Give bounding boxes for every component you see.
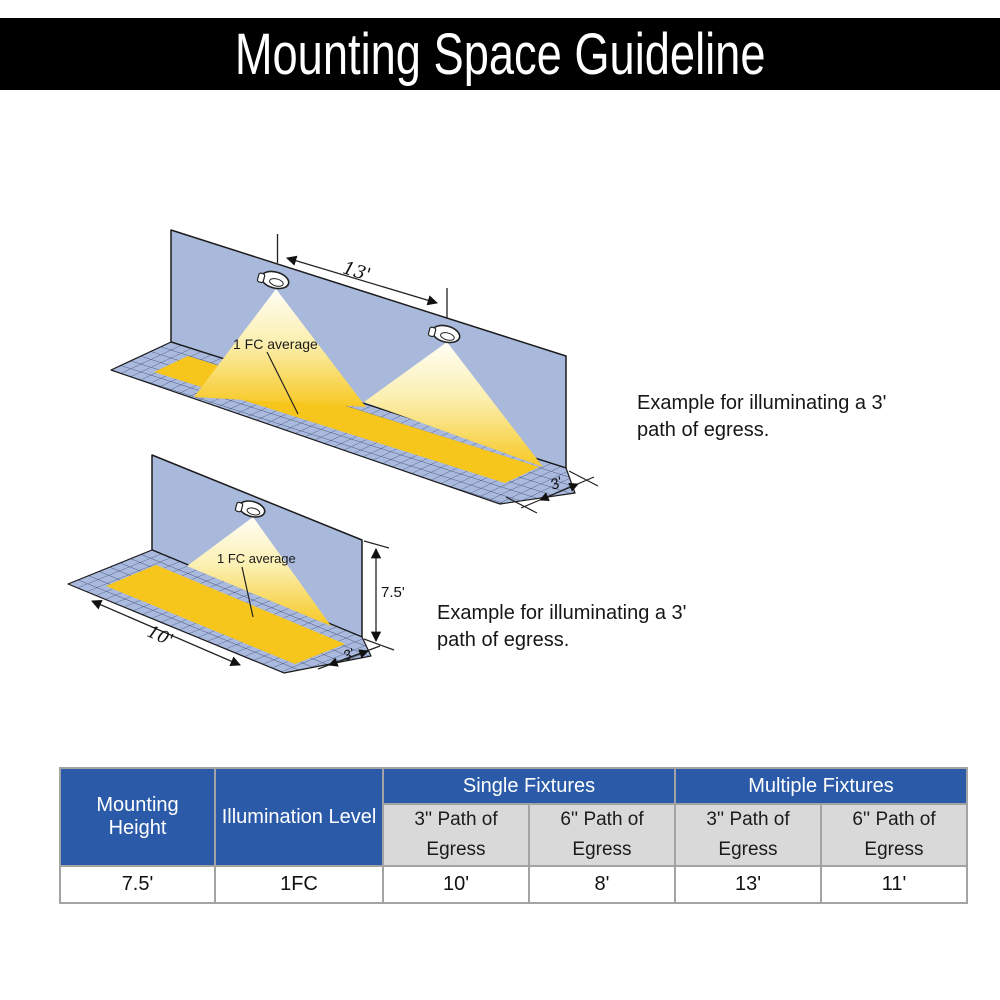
extension-line <box>363 540 390 549</box>
subheader-multiple-3in: 3'' Path of Egress <box>674 803 822 867</box>
value-multiple-3in: 13' <box>674 865 822 904</box>
extension-line <box>505 496 538 514</box>
table-row: 3'' Path of Egress 6'' Path of Egress 3'… <box>60 803 968 867</box>
title-bar: Mounting Space Guideline <box>0 18 1000 90</box>
caption-single-fixture: Example for illuminating a 3' path of eg… <box>437 600 737 654</box>
leader-line <box>241 566 254 618</box>
subheader-single-6in: 6'' Path of Egress <box>528 803 676 867</box>
value-illumination-level: 1FC <box>214 865 384 904</box>
light-fixture-icon <box>427 324 461 344</box>
extension-line <box>568 470 599 487</box>
dimension-line-spacing <box>286 255 438 306</box>
extension-line <box>363 638 395 651</box>
diagram-single-fixture: 1 FC average 10' 7.5' 3' <box>67 454 405 674</box>
table-row: Mounting Height Illumination Level Singl… <box>59 767 968 867</box>
value-single-3in: 10' <box>382 865 530 904</box>
illumination-label: 1 FC average <box>217 551 296 566</box>
subheader-multiple-6in: 6'' Path of Egress <box>820 803 968 867</box>
dimension-label-spacing: 13' <box>340 258 373 286</box>
caption-two-fixtures: Example for illuminating a 3' path of eg… <box>637 390 937 444</box>
header-multiple-fixtures: Multiple Fixtures <box>674 767 968 805</box>
caption-line: path of egress. <box>637 419 770 441</box>
caption-line: Example for illuminating a 3' <box>437 602 687 624</box>
light-fixture-icon <box>234 500 266 518</box>
header-illumination-level: Illumination Level <box>214 767 384 867</box>
diagram-two-fixtures: 13' 1 FC average 3' <box>110 229 599 514</box>
value-single-6in: 8' <box>528 865 676 904</box>
subheader-single-3in: 3'' Path of Egress <box>382 803 530 867</box>
table-row: 7.5' 1FC 10' 8' 13' 11' <box>59 865 968 904</box>
illumination-label: 1 FC average <box>233 336 318 352</box>
value-multiple-6in: 11' <box>820 865 968 904</box>
light-cone <box>194 289 366 407</box>
mounting-diagrams: 13' 1 FC average 3' 1 FC average 10' <box>67 229 599 674</box>
header-mounting-height: Mounting Height <box>59 767 216 867</box>
light-fixture-icon <box>256 270 290 290</box>
dimension-line-length <box>91 599 241 667</box>
dimension-arrows-depth <box>328 649 369 667</box>
light-cone <box>187 517 331 626</box>
caption-line: path of egress. <box>437 629 570 651</box>
dimension-label-height: 7.5' <box>381 584 405 601</box>
value-mounting-height: 7.5' <box>59 865 216 904</box>
dimension-arrows-depth <box>539 482 579 502</box>
header-single-fixtures: Single Fixtures <box>382 767 676 805</box>
mounting-spec-table: Mounting Height Illumination Level Singl… <box>59 767 968 904</box>
page-title: Mounting Space Guideline <box>234 21 766 87</box>
leader-line <box>266 351 299 415</box>
light-cone <box>364 342 543 467</box>
caption-line: Example for illuminating a 3' <box>637 392 887 414</box>
